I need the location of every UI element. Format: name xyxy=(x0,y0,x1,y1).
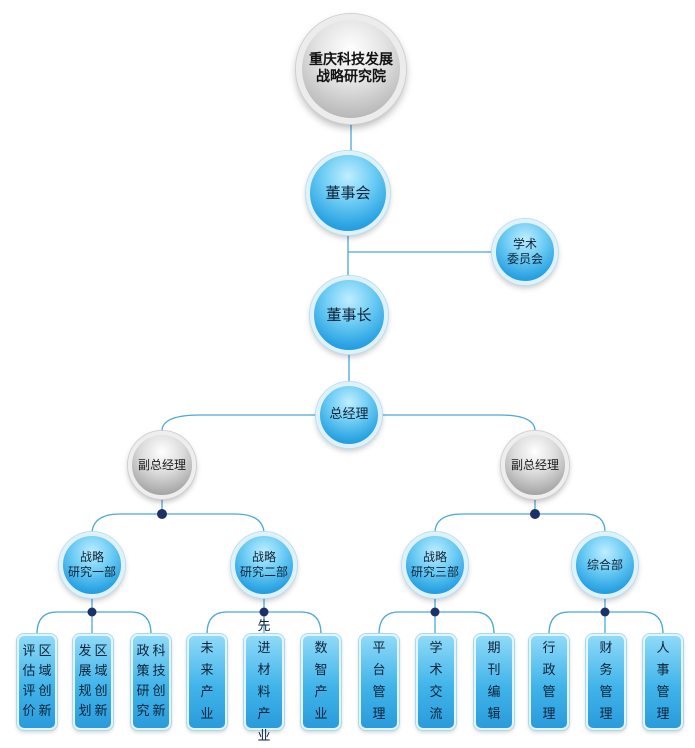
leaf-text: 财务管理 xyxy=(599,638,612,726)
connector-line xyxy=(548,611,605,635)
leaf-text: 发展规划区域创新 xyxy=(78,642,107,722)
leaf-box-4: 未来产业 xyxy=(187,634,227,730)
leaf-text: 人事管理 xyxy=(656,638,669,726)
connector-line xyxy=(434,513,535,533)
department-label: 战略 研究一部 xyxy=(67,550,116,579)
general-manager-node: 总经理 xyxy=(316,382,382,448)
junction-dot xyxy=(157,509,167,519)
department-label: 战略 研究三部 xyxy=(410,550,459,579)
connector-line xyxy=(264,611,322,635)
leaf-box-11: 财务管理 xyxy=(586,634,626,730)
leaf-box-10: 行政管理 xyxy=(529,634,569,730)
connector-line xyxy=(382,414,536,432)
leaf-text: 行政管理 xyxy=(542,638,555,726)
department-node-1: 战略 研究一部 xyxy=(59,532,125,598)
connector-line xyxy=(535,513,606,533)
leaf-column: 科技创新 xyxy=(152,644,166,719)
junction-dot xyxy=(600,607,610,617)
leaf-box-3: 政策研究科技创新 xyxy=(131,634,171,730)
connector-line xyxy=(378,611,435,635)
leaf-text: 学术交流 xyxy=(429,638,442,726)
leaf-box-6: 数智产业 xyxy=(301,634,341,730)
leaf-column: 政策研究 xyxy=(136,644,150,719)
leaf-column: 财务管理 xyxy=(599,641,613,722)
board-label: 董事会 xyxy=(325,183,371,202)
department-label: 战略 研究二部 xyxy=(239,550,288,579)
academic-committee-node: 学术 委员会 xyxy=(492,219,558,285)
general-manager-label: 总经理 xyxy=(329,406,369,422)
department-node-2: 战略 研究二部 xyxy=(231,532,297,598)
academic-committee-label: 学术 委员会 xyxy=(506,237,543,266)
leaf-box-2: 发展规划区域创新 xyxy=(73,634,113,730)
leaf-column: 人事管理 xyxy=(656,641,670,722)
connector-line xyxy=(162,513,265,533)
connector-line xyxy=(605,611,664,635)
deputy-gm-left-label: 副总经理 xyxy=(137,457,186,472)
chairman-node: 董事长 xyxy=(310,276,388,354)
leaf-text: 政策研究科技创新 xyxy=(136,642,165,722)
root-label: 重庆科技发展 战略研究院 xyxy=(309,51,393,86)
leaf-text: 先进材料产业 xyxy=(257,616,270,748)
leaf-column: 学术交流 xyxy=(429,641,443,722)
root-node: 重庆科技发展 战略研究院 xyxy=(296,14,406,124)
leaf-column: 期刊编辑 xyxy=(487,641,501,722)
connector-line xyxy=(435,611,495,635)
leaf-column: 未来产业 xyxy=(200,641,214,722)
junction-dot xyxy=(87,607,97,617)
leaf-text: 未来产业 xyxy=(200,638,213,726)
leaf-column: 区域创新 xyxy=(94,644,108,719)
deputy-gm-right-label: 副总经理 xyxy=(510,457,559,472)
leaf-text: 数智产业 xyxy=(314,638,327,726)
leaf-column: 数智产业 xyxy=(314,641,328,722)
connector-line xyxy=(206,611,264,635)
leaf-column: 平台管理 xyxy=(372,641,386,722)
leaf-column: 先进材料产业 xyxy=(257,619,271,744)
deputy-gm-right-node: 副总经理 xyxy=(501,431,569,499)
chairman-label: 董事长 xyxy=(326,305,372,324)
leaf-box-7: 平台管理 xyxy=(359,634,399,730)
department-node-3: 战略 研究三部 xyxy=(402,532,468,598)
leaf-box-1: 评估评价区域创新 xyxy=(17,634,57,730)
deputy-gm-left-node: 副总经理 xyxy=(128,431,196,499)
leaf-text: 评估评价区域创新 xyxy=(22,642,51,722)
department-node-4: 综合部 xyxy=(572,532,638,598)
junction-dot xyxy=(259,607,269,617)
connector-line xyxy=(161,414,316,432)
leaf-column: 评估评价 xyxy=(22,644,36,719)
leaf-box-5: 先进材料产业 xyxy=(244,619,284,744)
leaf-text: 期刊编辑 xyxy=(487,638,500,726)
leaf-text: 平台管理 xyxy=(372,638,385,726)
leaf-box-8: 学术交流 xyxy=(416,634,456,730)
leaf-column: 发展规划 xyxy=(78,644,92,719)
leaf-box-9: 期刊编辑 xyxy=(474,634,514,730)
department-label: 综合部 xyxy=(586,557,623,572)
junction-dot xyxy=(530,509,540,519)
junction-dot xyxy=(430,607,440,617)
leaf-column: 区域创新 xyxy=(38,644,52,719)
board-node: 董事会 xyxy=(306,151,390,235)
leaf-column: 行政管理 xyxy=(542,641,556,722)
connector-line xyxy=(36,611,92,635)
connector-line xyxy=(92,611,152,635)
leaf-box-12: 人事管理 xyxy=(643,634,683,730)
connector-line xyxy=(91,513,162,533)
